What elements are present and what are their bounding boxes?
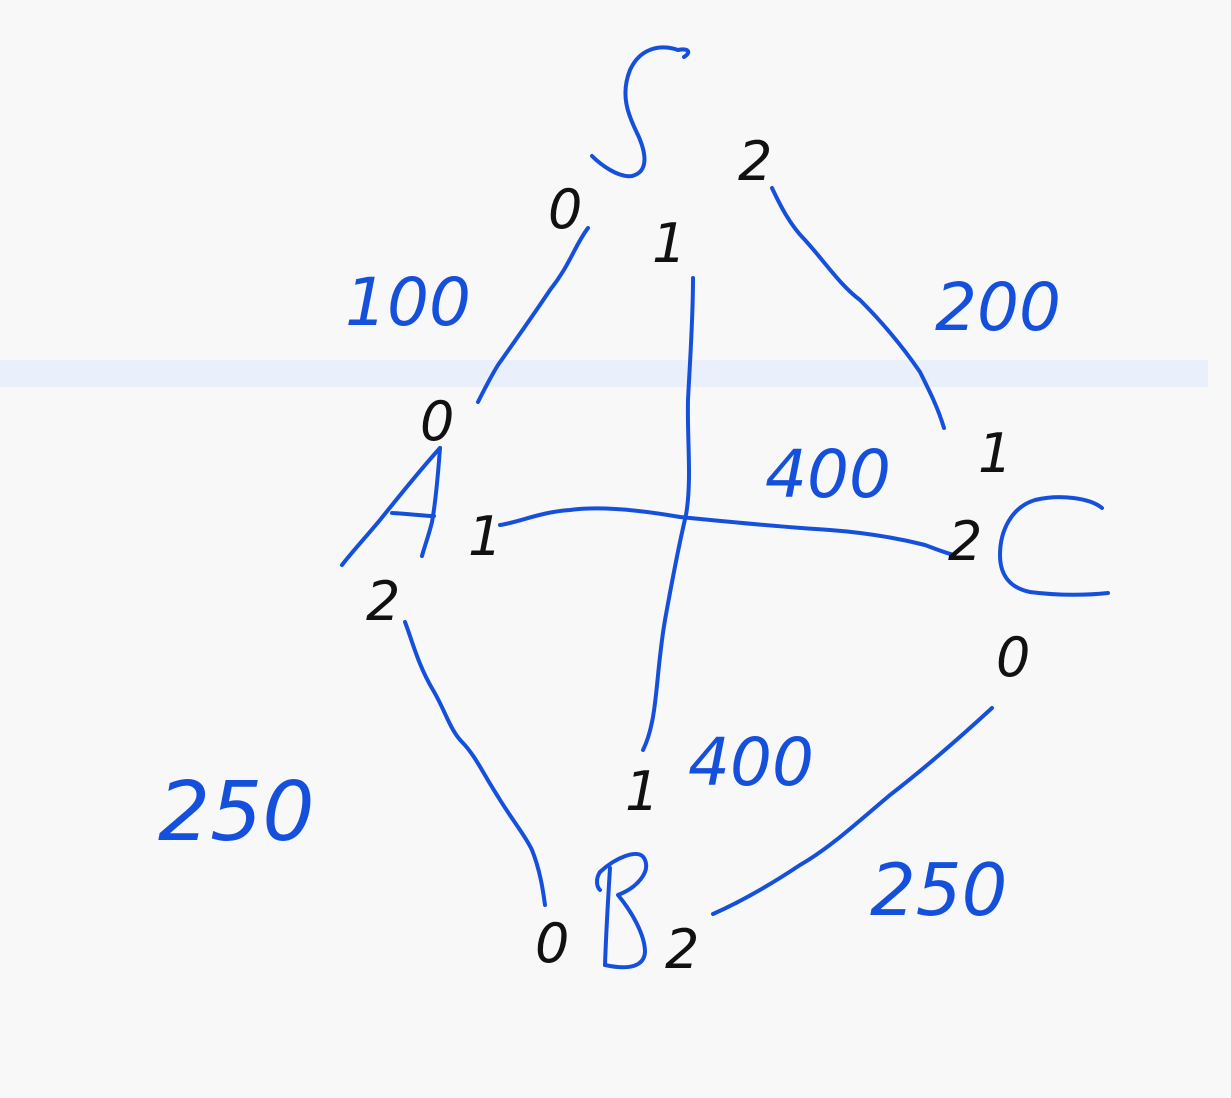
edge-s-a	[476, 226, 590, 404]
edge-a-c	[498, 506, 956, 557]
port-s-2: 2	[738, 130, 772, 193]
port-s-1: 1	[652, 212, 686, 275]
port-a-0: 2	[366, 570, 400, 633]
weight-a-c: 400	[765, 436, 891, 513]
node-b-glyph	[595, 852, 648, 970]
weight-s-b: 400	[688, 724, 814, 801]
node-s-glyph	[590, 45, 691, 179]
weight-s-c: 200	[935, 269, 1061, 346]
weight-s-a: 100	[345, 264, 471, 341]
port-c-0: 2	[948, 510, 982, 573]
node-c-glyph	[998, 495, 1110, 597]
port-b-0: 0	[535, 912, 569, 975]
edge-b-c	[711, 706, 994, 916]
weight-b-c: 250	[870, 848, 1007, 932]
port-b-1: 2	[665, 918, 699, 981]
node-a-glyph	[340, 446, 442, 567]
weight-a-b: 250	[158, 765, 315, 860]
edge-s-b	[641, 276, 695, 752]
edge-s-c	[770, 186, 946, 430]
port-a-2: 0	[420, 390, 454, 453]
port-c-2: 1	[978, 422, 1012, 485]
port-s-0: 0	[548, 178, 582, 241]
highlight-band	[0, 360, 1208, 387]
port-a-1: 1	[468, 505, 502, 568]
port-c-1: 0	[996, 626, 1030, 689]
edge-a-b	[403, 620, 547, 907]
port-b-2: 1	[625, 760, 659, 823]
